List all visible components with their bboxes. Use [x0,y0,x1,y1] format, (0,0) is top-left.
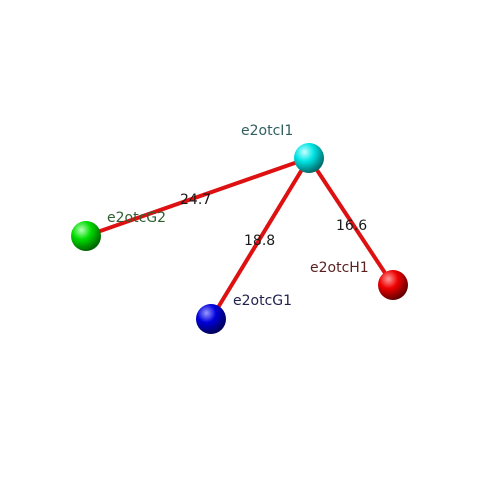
distance-label-i1-h1: 16.6 [336,218,367,234]
atom-g2[interactable] [71,221,101,251]
bond-i1-h1 [307,156,395,287]
atom-h1[interactable] [378,270,408,300]
distance-label-i1-g2: 24.7 [180,192,211,208]
atom-label-g1: e2otcG1 [233,293,292,309]
atom-labels: e2otcI1 e2otcG2 e2otcG1 e2otcH1 [107,123,369,309]
distance-labels: 24.7 18.8 16.6 [180,192,367,249]
bond-i1-g1 [209,156,311,321]
bonds-layer [84,156,395,321]
atoms-layer [71,143,408,334]
distance-label-i1-g1: 18.8 [244,233,275,249]
atom-label-g2: e2otcG2 [107,210,166,226]
atom-i1[interactable] [294,143,324,173]
bond-i1-g2 [84,156,311,238]
atom-label-i1: e2otcI1 [241,123,293,139]
atom-g1[interactable] [196,304,226,334]
atom-label-h1: e2otcH1 [310,260,369,276]
